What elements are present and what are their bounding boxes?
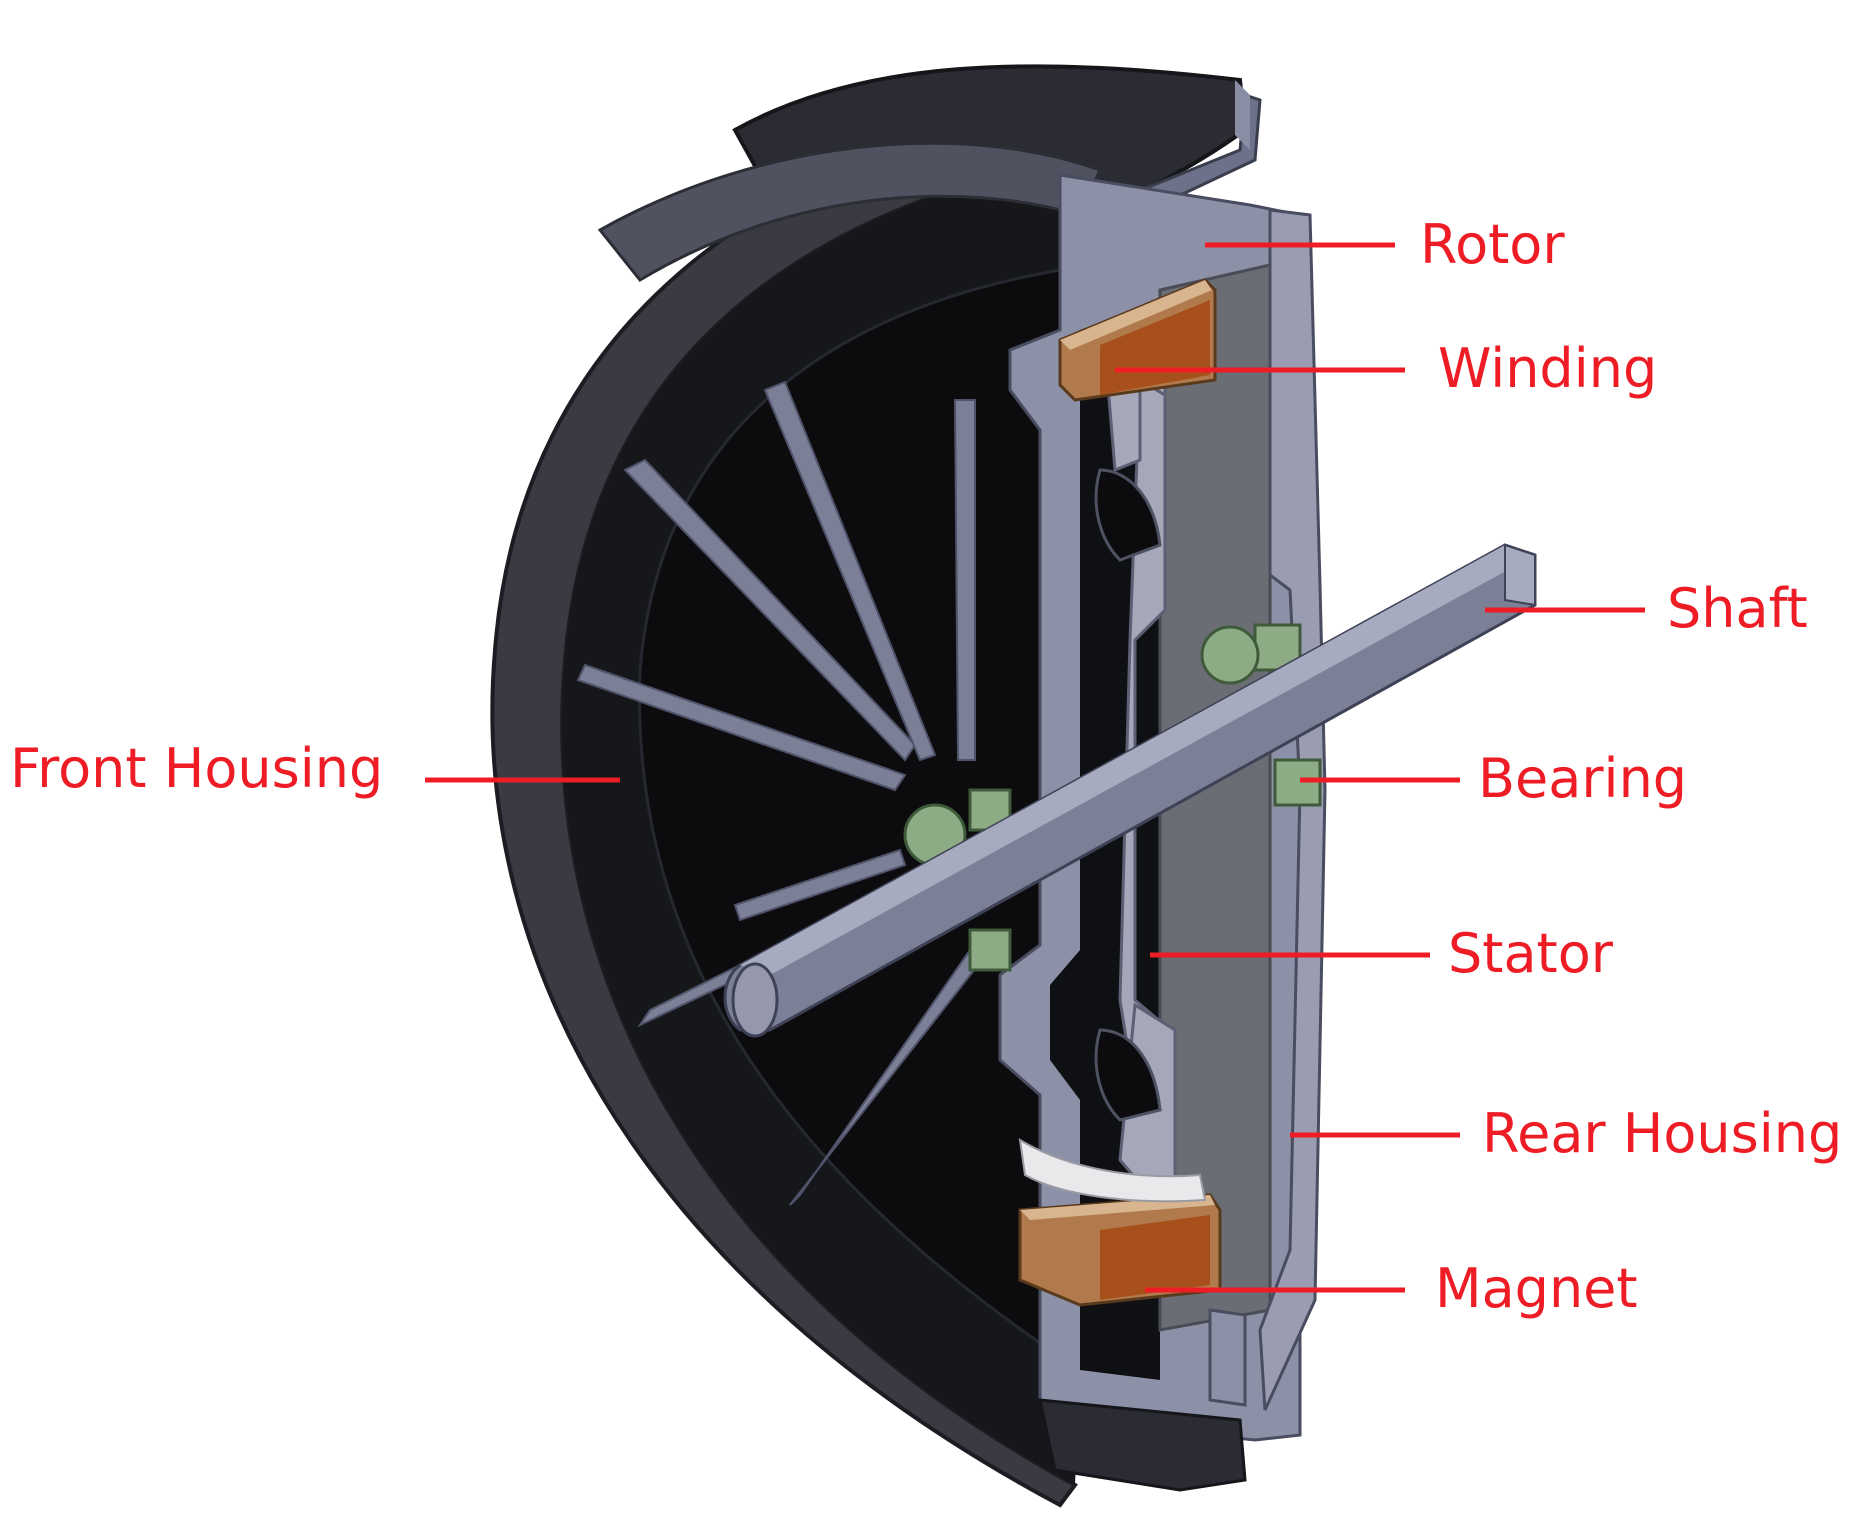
rotor-rim-inner: [597, 141, 1103, 282]
rotor-rim-top-lip: [1235, 80, 1250, 150]
label-shaft: Shaft: [1667, 577, 1808, 640]
label-magnet: Magnet: [1435, 1257, 1638, 1320]
rear-housing-wall: [1258, 208, 1327, 1411]
rotor-rim-bottom-edge: [1208, 1308, 1247, 1407]
shaft-top-face: [740, 545, 1535, 975]
shaft-end-face: [1504, 543, 1536, 607]
label-stator: Stator: [1448, 922, 1613, 985]
label-rear-housing: Rear Housing: [1482, 1102, 1843, 1165]
label-front-housing: Front Housing: [10, 737, 384, 800]
stator-slot-lower: [1094, 1028, 1162, 1122]
label-rotor: Rotor: [1420, 213, 1565, 276]
rotor-rim-bottom: [1038, 1398, 1247, 1492]
winding-lower: [1018, 1193, 1222, 1307]
shaft-end-cap: [731, 962, 779, 1038]
front-housing-cavity: [562, 150, 1120, 1485]
label-bearing: Bearing: [1478, 747, 1688, 810]
leader-lines: [425, 242, 1645, 1293]
magnet-strip: [1018, 1138, 1207, 1203]
stator-slot-upper: [1094, 468, 1162, 562]
label-winding: Winding: [1438, 337, 1658, 400]
